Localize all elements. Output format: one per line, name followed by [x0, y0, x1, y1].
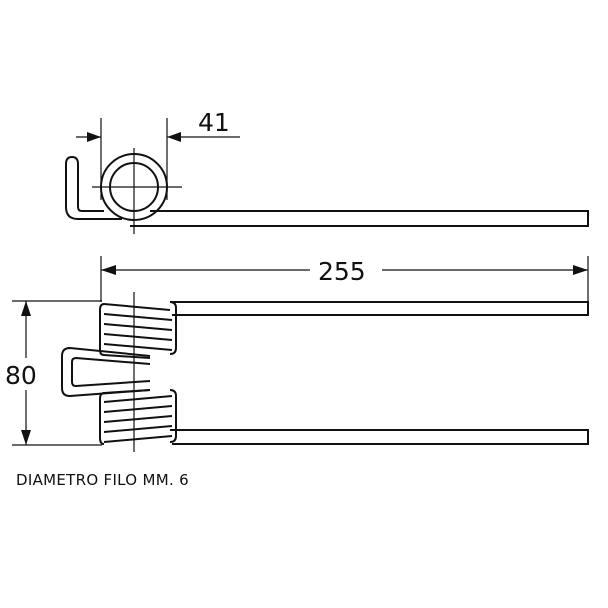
front-view: 255 80: [5, 256, 589, 452]
tine-arm-top: [130, 210, 589, 227]
wire-diameter-note: DIAMETRO FILO MM. 6: [16, 471, 189, 489]
lower-coil: [99, 389, 177, 445]
connecting-loop: [61, 346, 151, 398]
dimension-80: 80: [5, 300, 102, 446]
dimension-255: 255: [100, 256, 589, 302]
top-view: 41: [65, 108, 589, 234]
connecting-loop-inner: [71, 356, 151, 388]
dimension-255-label: 255: [318, 257, 366, 286]
hook-end: [65, 155, 122, 220]
dimension-41: 41: [76, 108, 240, 200]
dimension-41-label: 41: [198, 108, 230, 137]
dimension-80-label: 80: [5, 361, 37, 390]
tine-arm-upper: [170, 301, 589, 316]
tine-arm-lower: [170, 429, 589, 445]
upper-coil: [99, 301, 177, 359]
